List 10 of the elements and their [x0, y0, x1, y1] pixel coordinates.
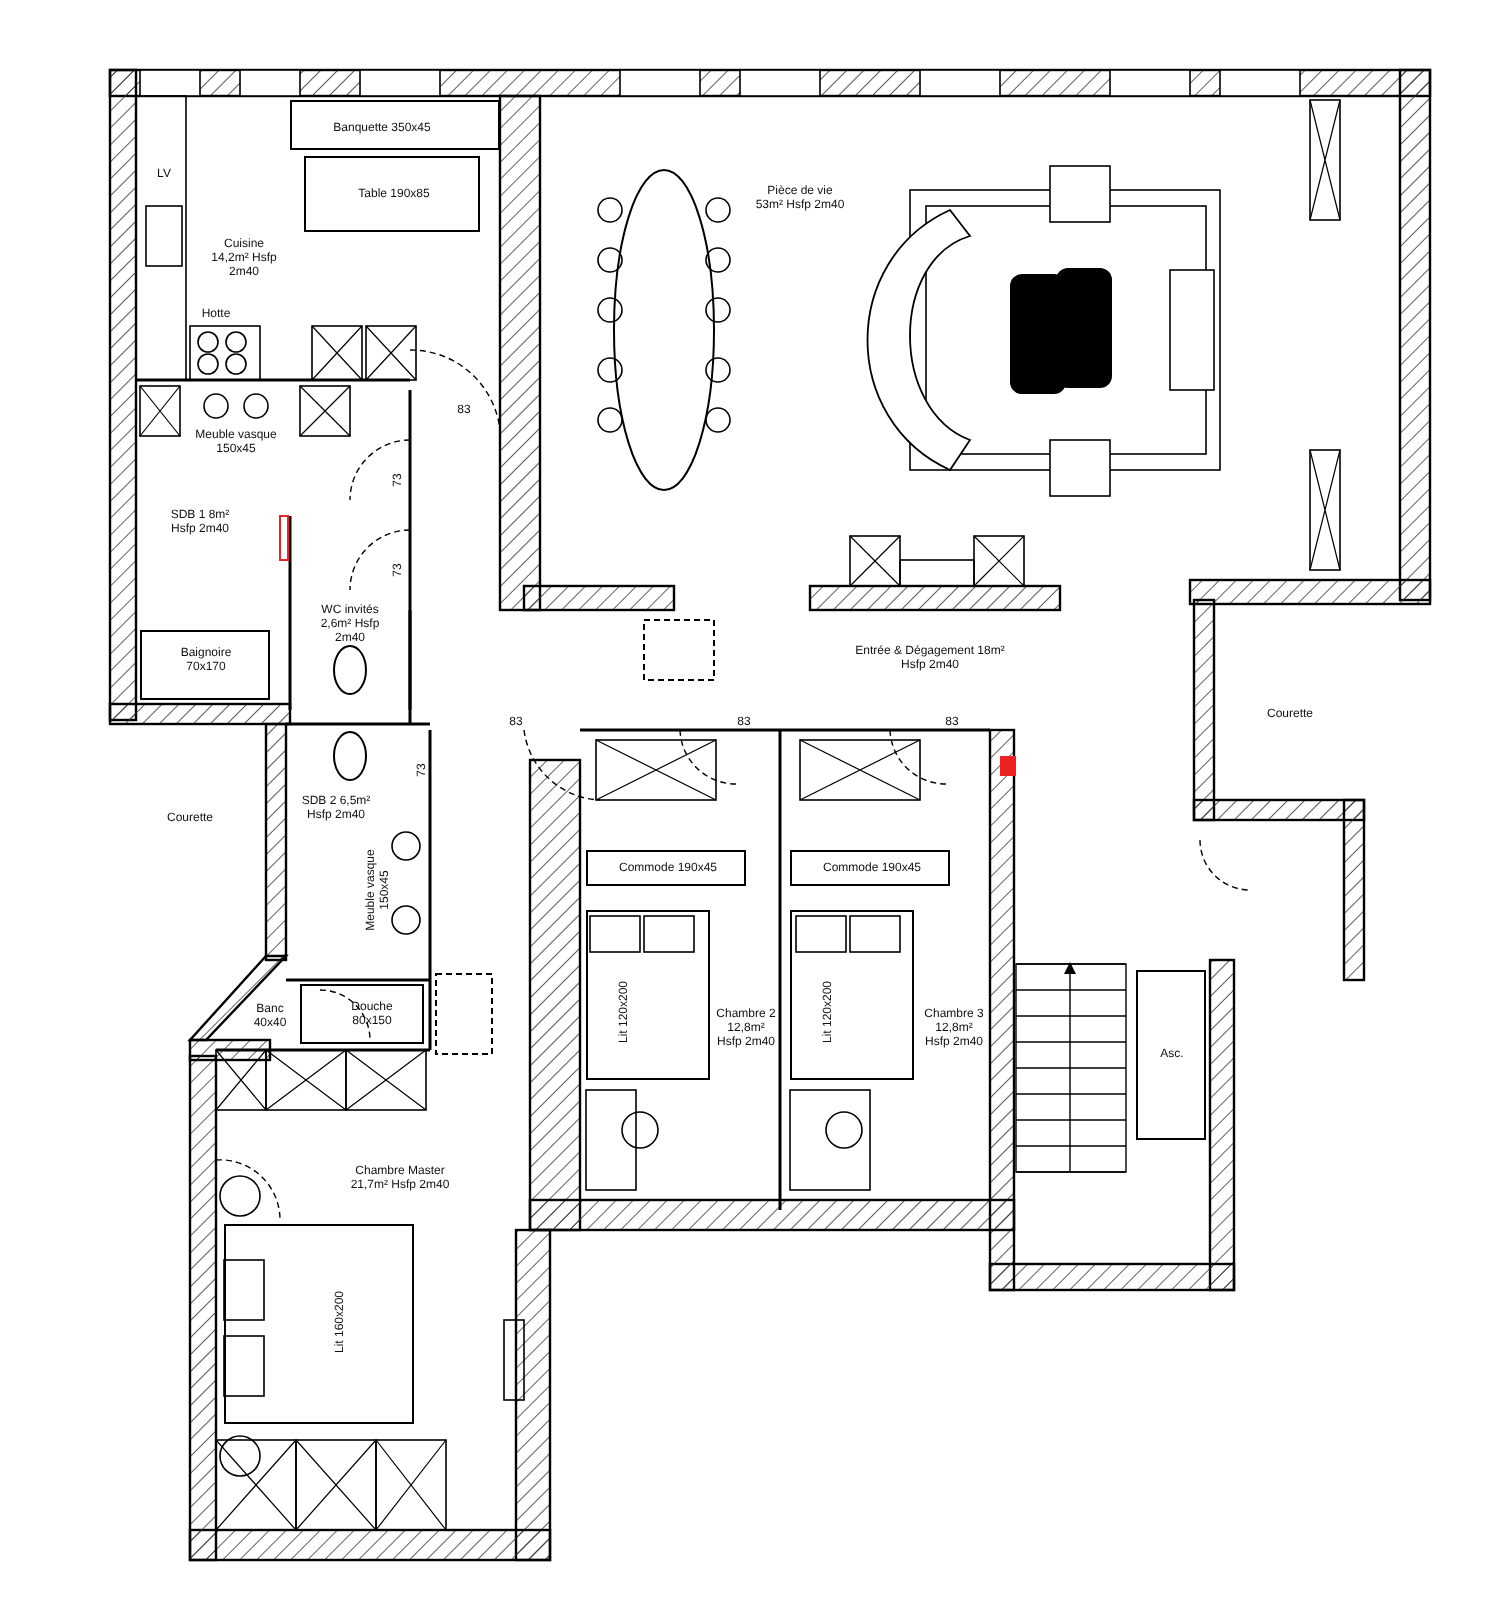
furniture-outline — [290, 100, 500, 150]
furniture-outline — [586, 850, 746, 886]
lift-box — [1136, 970, 1206, 1140]
furniture-outline — [304, 156, 480, 232]
furniture-outline — [790, 850, 950, 886]
furniture-outline — [140, 630, 270, 700]
furniture-outline — [300, 984, 424, 1044]
furniture-outline — [224, 1224, 414, 1424]
furniture-outline — [790, 910, 914, 1080]
furniture-outline — [586, 910, 710, 1080]
